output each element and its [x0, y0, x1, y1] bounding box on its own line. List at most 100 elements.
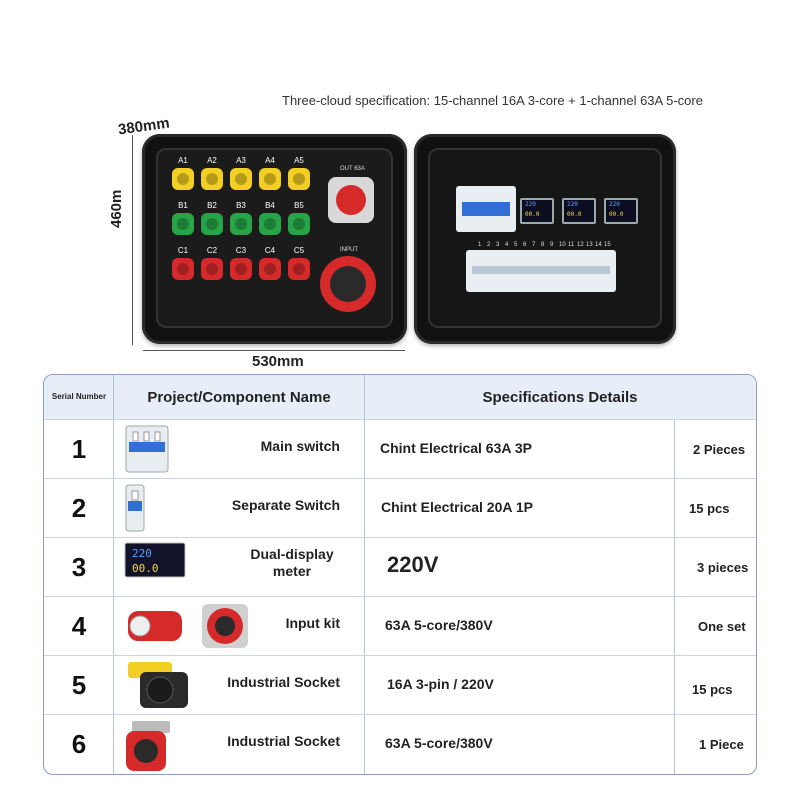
socket-16a	[288, 168, 310, 190]
socket-label: C1	[177, 246, 189, 255]
socket-16a	[201, 213, 223, 235]
meter-2: 220 00.0	[562, 198, 596, 224]
input-label: INPUT	[340, 247, 358, 253]
depth-dimension: 530mm	[252, 353, 304, 370]
socket-63a-out	[328, 177, 374, 223]
specification-table: Serial Number Project/Component Name Spe…	[43, 374, 757, 775]
channel-number: 14	[595, 242, 602, 248]
serial-number: 4	[71, 610, 87, 641]
specification: 63A 5-core/380V	[385, 735, 493, 751]
specification: Chint Electrical 20A 1P	[381, 499, 533, 515]
socket-label: A1	[178, 156, 188, 165]
meter-1: 220 00.0	[520, 198, 554, 224]
socket-16a	[259, 258, 281, 280]
channel-number: 10	[559, 242, 566, 248]
depth-dimension-line	[143, 350, 405, 351]
serial-number: 6	[71, 728, 87, 759]
socket-16a	[230, 213, 252, 235]
channel-number: 6	[523, 242, 527, 248]
socket-label: C5	[293, 246, 305, 255]
specification: 63A 5-core/380V	[385, 617, 493, 633]
serial-number: 3	[71, 551, 87, 582]
channel-number: 15	[604, 242, 611, 248]
quantity: 15 pcs	[689, 501, 730, 516]
socket-label: B3	[236, 201, 246, 210]
socket-label: B4	[265, 201, 275, 210]
col-divider-1	[113, 375, 114, 774]
channel-number: 8	[541, 242, 545, 248]
socket-16a	[172, 168, 194, 190]
product-caption: Three-cloud specification: 15-channel 16…	[282, 93, 703, 108]
component-name: Dual-display meter	[250, 546, 334, 579]
socket-label: A3	[236, 156, 246, 165]
breaker-3p-icon	[124, 424, 170, 479]
socket-label: A5	[294, 156, 304, 165]
socket-16a	[288, 258, 310, 280]
channel-breakers	[466, 250, 616, 292]
quantity: 15 pcs	[692, 682, 733, 697]
socket-16a	[259, 213, 281, 235]
channel-number: 9	[550, 242, 554, 248]
component-name: Separate Switch	[231, 497, 340, 513]
channel-number: 2	[487, 242, 491, 248]
table-row: 2 Separate Switch Chint Electrical 20A 1P 1…	[44, 478, 756, 537]
socket-63a-icon	[124, 719, 174, 774]
channel-number: 3	[496, 242, 500, 248]
quantity: 1 Piece	[699, 737, 744, 752]
out-label: OUT 63A	[340, 166, 365, 172]
meter-3: 220 00.0	[604, 198, 638, 224]
specification: Chint Electrical 63A 3P	[380, 440, 532, 456]
quantity: 2 Pieces	[693, 442, 746, 457]
table-row: 5 Industrial Socket 16A 3-pin / 220V 15 pcs	[44, 655, 756, 714]
channel-number: 1	[478, 242, 482, 248]
serial-number: 2	[71, 492, 87, 523]
svg-text:00.0: 00.0	[132, 562, 159, 575]
specification: 220V	[387, 552, 439, 577]
channel-number: 5	[514, 242, 518, 248]
socket-16a-icon	[124, 660, 192, 715]
table-row: 4 Input kit 63A 5-core/380V One set	[44, 596, 756, 655]
socket-label: A4	[265, 156, 275, 165]
socket-16a	[230, 168, 252, 190]
channel-number: 12	[577, 242, 584, 248]
component-name: Industrial Socket	[227, 733, 340, 749]
component-name: Input kit	[285, 615, 340, 631]
socket-label: C4	[264, 246, 276, 255]
header-component: Project/Component Name	[147, 388, 331, 406]
channel-number: 7	[532, 242, 536, 248]
socket-label: A2	[207, 156, 217, 165]
specification: 16A 3-pin / 220V	[387, 676, 494, 692]
svg-text:220: 220	[132, 547, 152, 560]
socket-16a	[230, 258, 252, 280]
socket-16a	[288, 213, 310, 235]
component-name: Main switch	[260, 438, 340, 454]
header-spec: Specifications Details	[482, 388, 638, 406]
channel-number: 11	[568, 242, 575, 248]
main-breaker	[456, 186, 516, 232]
socket-label: C3	[235, 246, 247, 255]
plug-socket-kit-icon	[124, 601, 254, 656]
socket-label: B2	[207, 201, 217, 210]
quantity: 3 pieces	[697, 560, 749, 575]
channel-number: 13	[586, 242, 593, 248]
channel-number: 4	[505, 242, 509, 248]
socket-label: B1	[178, 201, 188, 210]
table-row: 6 Industrial Socket 63A 5-core/380V 1 Piece	[44, 714, 756, 773]
socket-16a	[201, 168, 223, 190]
socket-16a	[259, 168, 281, 190]
socket-16a	[172, 213, 194, 235]
quantity: One set	[698, 619, 746, 634]
socket-label: B5	[294, 201, 304, 210]
header-serial: Serial Number	[51, 392, 107, 401]
height-dimension: 460m	[108, 189, 125, 228]
height-dimension-line	[132, 135, 133, 345]
component-name: Industrial Socket	[227, 674, 340, 690]
col-divider-2	[364, 375, 365, 774]
table-header: Serial Number Project/Component Name Spe…	[44, 375, 756, 420]
breaker-panel	[428, 148, 662, 328]
input-plug	[320, 256, 376, 312]
serial-number: 5	[71, 669, 87, 700]
